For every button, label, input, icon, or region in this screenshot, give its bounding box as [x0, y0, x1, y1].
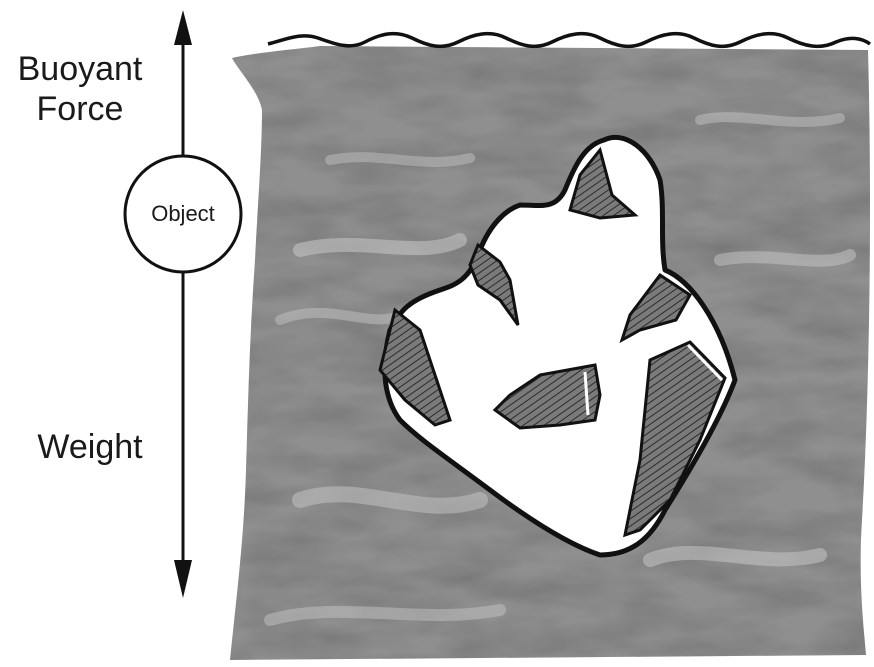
water-surface-line	[268, 34, 870, 47]
object-label: Object	[151, 201, 215, 226]
object-node: Object	[125, 156, 241, 272]
buoyant-force-label-line2: Force	[37, 90, 124, 128]
buoyant-force-label-line1: Buoyant	[18, 50, 143, 88]
weight-label: Weight	[37, 428, 143, 466]
force-arrow	[174, 10, 192, 598]
buoyant-force-arrowhead	[174, 10, 192, 45]
weight-arrowhead	[174, 560, 192, 598]
